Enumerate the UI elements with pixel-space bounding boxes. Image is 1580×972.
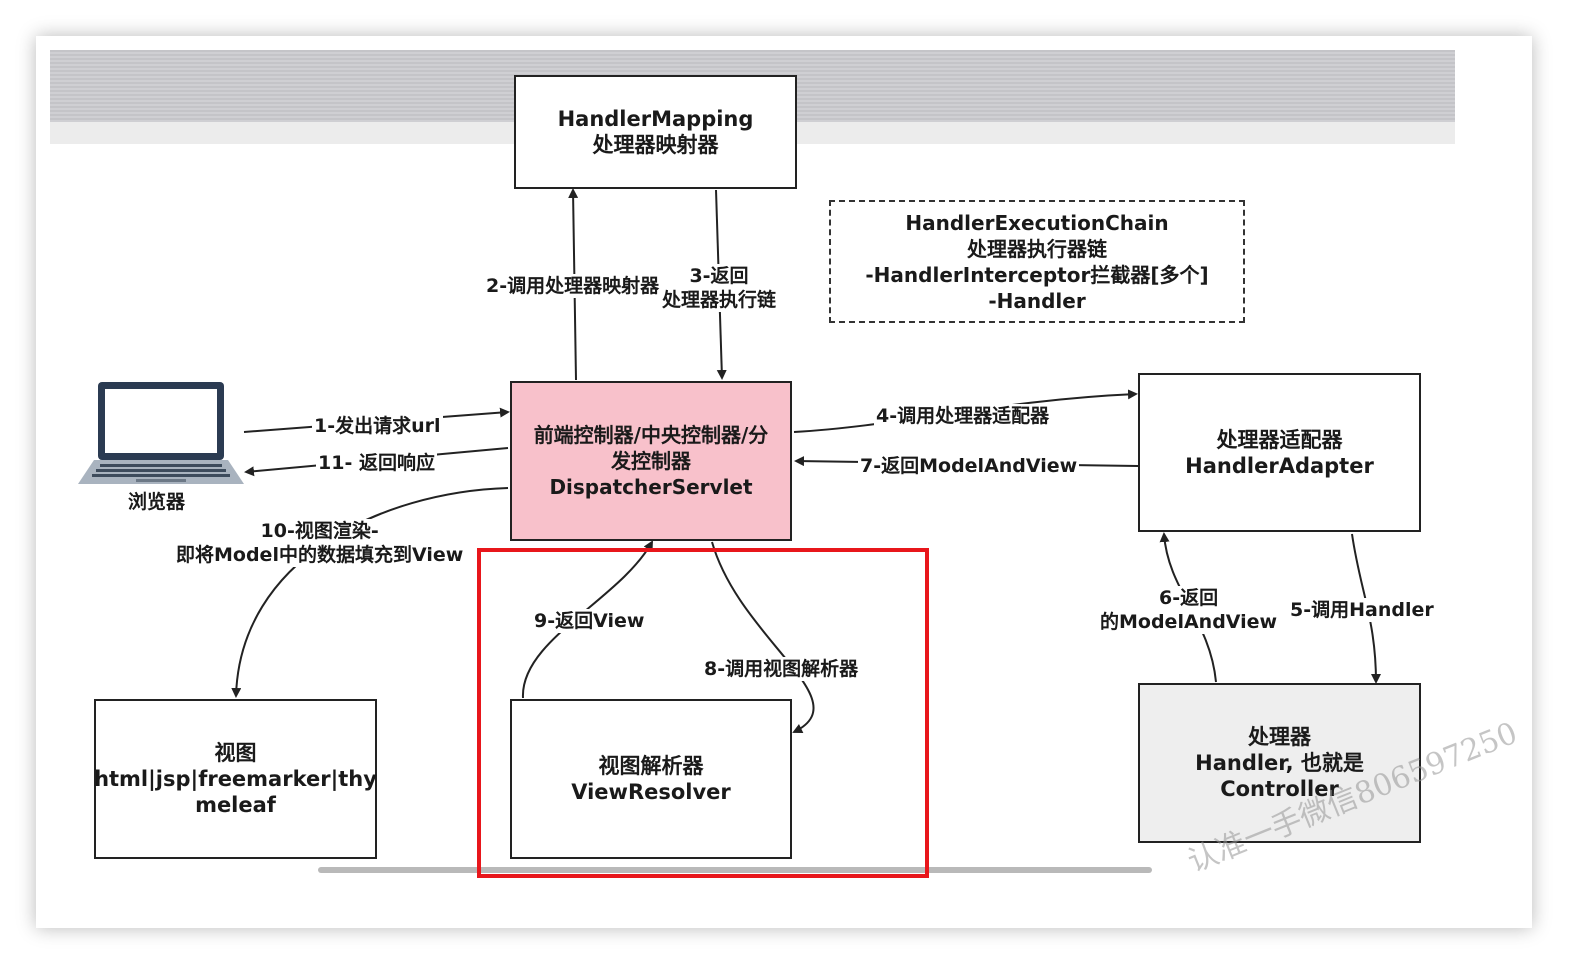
dispatcher-line-1: 前端控制器/中央控制器/分 [533,423,769,447]
execution-chain-line-4: -Handler [988,288,1086,313]
edge-label-8: 8-调用视图解析器 [702,657,861,681]
view-resolver-line-2: ViewResolver [571,780,731,804]
laptop-icon [78,382,244,484]
edge-label-10-line-2: 即将Model中的数据填充到View [176,544,464,566]
dispatcher-line-3: DispatcherServlet [549,475,753,499]
handler-adapter-box: 处理器适配器 HandlerAdapter [1138,373,1421,532]
highlight-rectangle [477,548,929,878]
horizontal-scrollbar[interactable] [318,867,1152,873]
view-line-3: meleaf [195,793,276,817]
dispatcher-servlet-box: 前端控制器/中央控制器/分 发控制器 DispatcherServlet [510,381,792,541]
view-box: 视图 html|jsp|freemarker|thy meleaf [94,699,377,859]
view-resolver-box: 视图解析器 ViewResolver [510,699,792,859]
edge-label-6-line-2: 的ModelAndView [1100,611,1278,633]
edge-label-3-line-2: 处理器执行链 [662,289,777,311]
view-resolver-line-1: 视图解析器 [598,754,704,778]
execution-chain-box: HandlerExecutionChain 处理器执行器链 -HandlerIn… [829,200,1245,323]
execution-chain-line-2: 处理器执行器链 [967,236,1107,261]
dispatcher-line-2: 发控制器 [611,449,691,473]
edge-label-3-line-1: 3-返回 [689,265,749,287]
edge-label-7: 7-返回ModelAndView [858,454,1080,478]
handler-mapping-box: HandlerMapping 处理器映射器 [514,75,797,189]
view-line-2: html|jsp|freemarker|thy [94,767,377,791]
edge-label-1: 1-发出请求url [312,414,443,438]
edge-label-4: 4-调用处理器适配器 [874,404,1052,428]
browser-label: 浏览器 [128,491,186,513]
edge-label-10-line-1: 10-视图渲染- [260,520,379,542]
edge-label-5: 5-调用Handler [1288,598,1436,622]
edge-label-11: 11- 返回响应 [316,451,437,475]
edge-label-9: 9-返回View [532,609,647,633]
handler-line-2: Handler, 也就是 [1195,751,1364,775]
handler-box: 处理器 Handler, 也就是 Controller [1138,683,1421,843]
edge-label-6-line-1: 6-返回 [1159,587,1219,609]
handler-line-3: Controller [1220,777,1339,801]
view-line-1: 视图 [214,741,257,765]
handler-adapter-line-1: 处理器适配器 [1216,427,1343,452]
handler-adapter-line-2: HandlerAdapter [1185,453,1374,478]
handler-mapping-subtitle: 处理器映射器 [592,133,719,157]
edge-label-6: 6-返回 的ModelAndView [1098,586,1280,634]
execution-chain-line-3: -HandlerInterceptor拦截器[多个] [865,262,1209,287]
edge-label-3: 3-返回 处理器执行链 [660,264,779,312]
edge-label-10: 10-视图渲染- 即将Model中的数据填充到View [174,519,466,567]
execution-chain-line-1: HandlerExecutionChain [905,210,1169,235]
handler-mapping-title: HandlerMapping [557,107,754,131]
handler-line-1: 处理器 [1248,725,1311,749]
edge-label-2: 2-调用处理器映射器 [484,274,662,298]
